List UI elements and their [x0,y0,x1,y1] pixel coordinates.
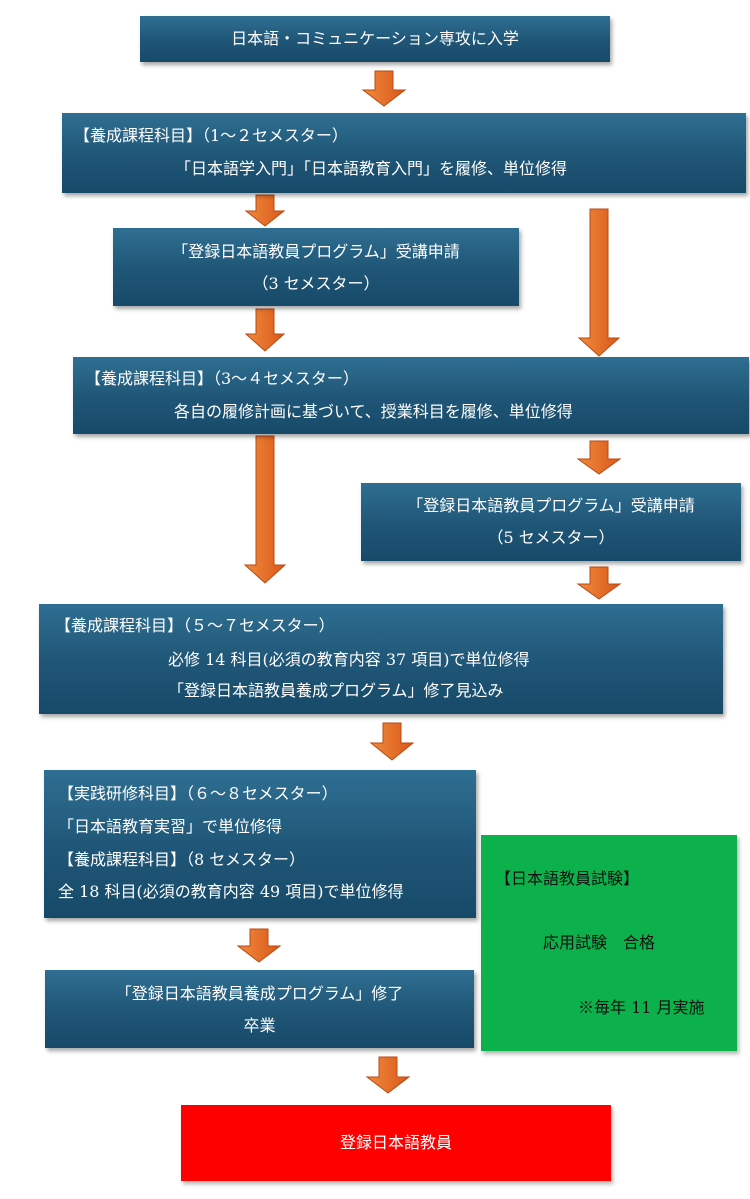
apply-semester-3-box: 「登録日本語教員プログラム」受講申請 （3 セメスター） [113,228,519,306]
semester-3-4-box: 【養成課程科目】（3～４セメスター） 各自の履修計画に基づいて、授業科目を履修、… [73,357,749,434]
practice-heading-1: 【実践研修科目】（６～８セメスター） [58,784,338,803]
exam-note: ※毎年 11 月実施 [578,998,705,1017]
practice-heading-2: 【養成課程科目】（8 セメスター） [58,850,305,869]
arrow-complete-to-final [365,1056,411,1094]
apply-semester-5-line2: （5 セメスター） [487,528,615,547]
exam-heading: 【日本語教員試験】 [495,869,640,888]
semester-1-2-heading: 【養成課程科目】（1～２セメスター） [74,126,348,145]
arrow-sem1-to-sem3-long [577,208,621,357]
arrow-enroll-to-sem1 [361,70,407,107]
program-complete-line1: 「登録日本語教員養成プログラム」修了 [115,984,404,1003]
final-text: 登録日本語教員 [339,1133,452,1152]
program-complete-line2: 卒業 [243,1016,276,1035]
arrow-practice-to-complete [236,928,282,963]
final-box: 登録日本語教員 [181,1105,611,1181]
practice-box: 【実践研修科目】（６～８セメスター） 「日本語教育実習」で単位修得 【養成課程科… [44,770,476,918]
enroll-box: 日本語・コミュニケーション専攻に入学 [140,16,610,62]
program-complete-box: 「登録日本語教員養成プログラム」修了 卒業 [45,970,474,1048]
arrow-sem5-to-practice [369,722,415,761]
semester-3-4-heading: 【養成課程科目】（3～４セメスター） [85,369,359,388]
apply-semester-3-line1: 「登録日本語教員プログラム」受講申請 [172,242,460,261]
semester-5-7-line1: 必修 14 科目(必須の教育内容 37 項目)で単位修得 [168,650,530,669]
apply-semester-5-line1: 「登録日本語教員プログラム」受講申請 [407,496,695,515]
practice-line-2: 全 18 科目(必須の教育内容 49 項目)で単位修得 [58,882,404,901]
semester-5-7-heading: 【養成課程科目】（５～７セメスター） [55,616,335,635]
arrow-sem1-to-apply3 [244,194,286,227]
arrow-sem3-to-sem5-long [243,435,287,584]
arrow-layer [236,70,622,1094]
semester-1-2-body: 「日本語学入門」「日本語教育入門」を履修、単位修得 [175,159,568,178]
arrow-sem3-to-apply5 [576,440,622,475]
semester-3-4-body: 各自の履修計画に基づいて、授業科目を履修、単位修得 [174,402,573,421]
apply-semester-3-line2: （3 セメスター） [252,274,380,293]
semester-5-7-box: 【養成課程科目】（５～７セメスター） 必修 14 科目(必須の教育内容 37 項… [39,604,723,714]
practice-line-1: 「日本語教育実習」で単位修得 [58,817,283,836]
enroll-text: 日本語・コミュニケーション専攻に入学 [231,29,519,48]
arrow-apply5-to-sem5 [576,566,622,600]
apply-semester-5-box: 「登録日本語教員プログラム」受講申請 （5 セメスター） [361,483,741,561]
exam-line: 応用試験 合格 [543,933,656,952]
semester-5-7-line2: 「登録日本語教員養成プログラム」修了見込み [168,681,504,700]
exam-box: 【日本語教員試験】 応用試験 合格 ※毎年 11 月実施 [481,835,737,1051]
semester-1-2-box: 【養成課程科目】（1～２セメスター） 「日本語学入門」「日本語教育入門」を履修、… [62,113,746,193]
arrow-apply3-to-sem3 [244,308,286,352]
